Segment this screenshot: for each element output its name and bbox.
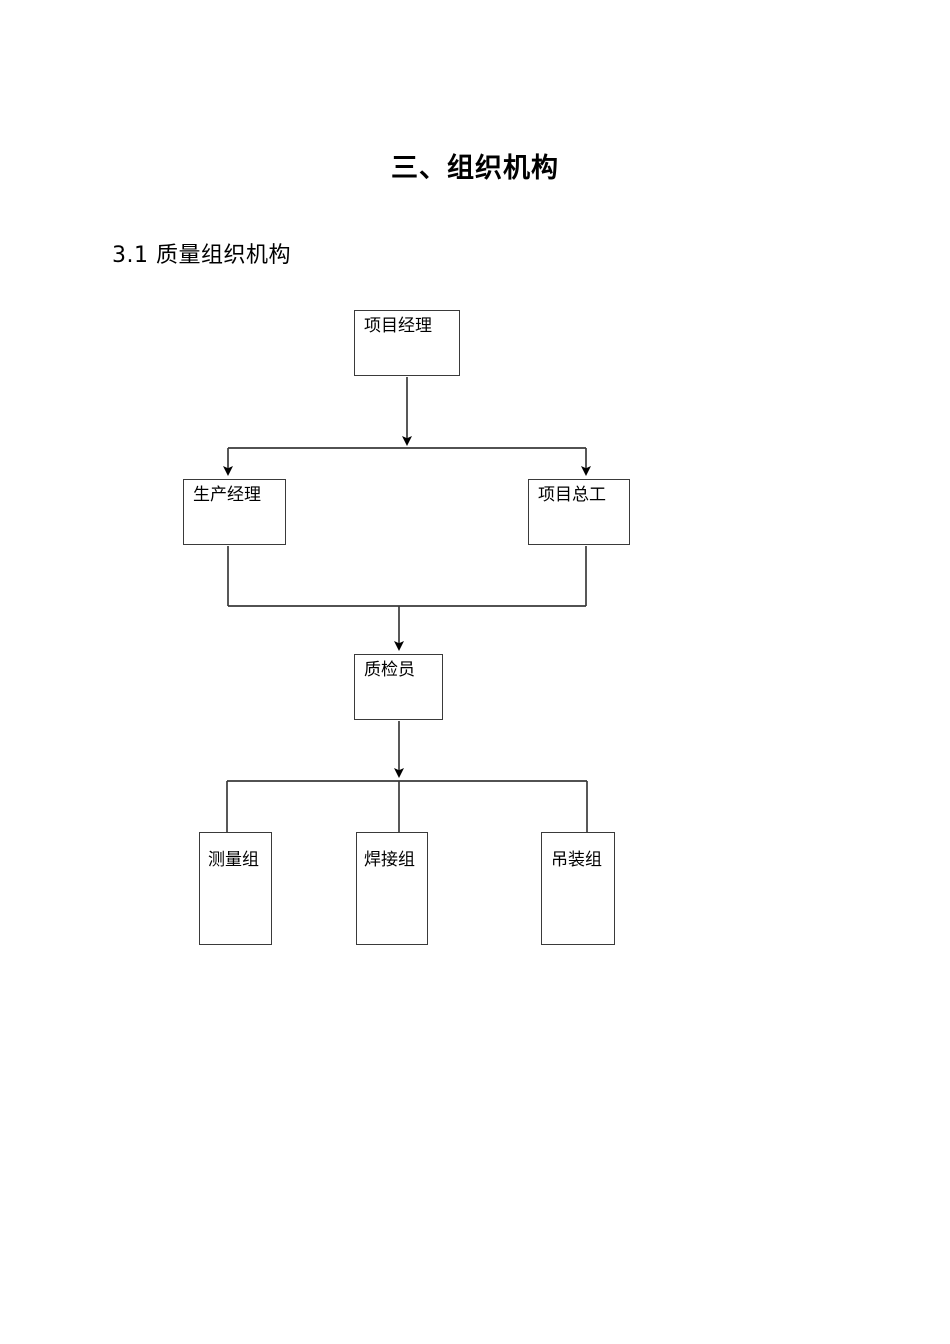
org-node-label: 质检员 [364, 660, 415, 680]
org-node-hoisting-group[interactable]: 吊装组 [541, 832, 615, 945]
org-node-quality-inspector[interactable]: 质检员 [354, 654, 443, 720]
section-title: 3.1 质量组织机构 [112, 243, 291, 269]
page-title: 三、组织机构 [391, 153, 559, 185]
org-node-production-manager[interactable]: 生产经理 [183, 479, 286, 545]
org-node-welding-group[interactable]: 焊接组 [356, 832, 428, 945]
org-node-label: 吊装组 [551, 850, 602, 870]
org-node-project-manager[interactable]: 项目经理 [354, 310, 460, 376]
org-node-survey-group[interactable]: 测量组 [199, 832, 272, 945]
org-node-label: 测量组 [208, 850, 259, 870]
org-node-label: 项目总工 [538, 485, 606, 505]
org-node-label: 项目经理 [364, 316, 432, 336]
org-node-label: 生产经理 [193, 485, 261, 505]
org-node-label: 焊接组 [364, 850, 415, 870]
org-node-project-chief-engineer[interactable]: 项目总工 [528, 479, 630, 545]
